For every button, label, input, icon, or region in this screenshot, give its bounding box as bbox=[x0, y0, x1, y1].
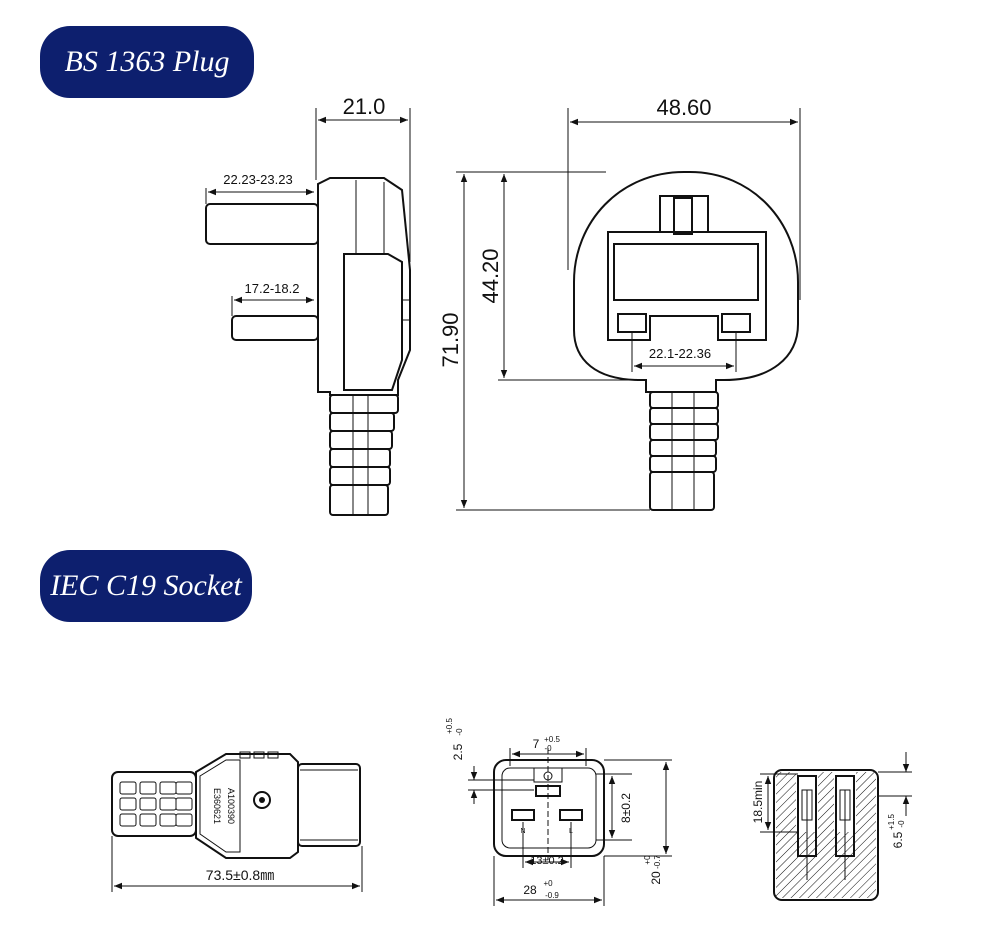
socket-dim-slot-label: 7 bbox=[533, 737, 540, 751]
socket-dim-depth-label: 18.5min bbox=[751, 781, 765, 824]
socket-dim-inner-height-label: 8±0.2 bbox=[619, 793, 633, 823]
socket-dim-slot: 7 +0.5 -0 bbox=[509, 735, 587, 766]
socket-dim-width-tol-plus: +0 bbox=[543, 879, 553, 888]
plug-front-view bbox=[573, 171, 799, 511]
socket-side-text-2: A100390 bbox=[226, 788, 236, 824]
socket-dim-length: 73.5±0.8㎜ bbox=[111, 836, 363, 892]
plug-dim-21-label: 21.0 bbox=[343, 94, 386, 119]
plug-dim-pin-bottom-label: 17.2-18.2 bbox=[245, 281, 300, 296]
socket-dim-pin-depth: 6.5 +1.5 -0 bbox=[878, 752, 912, 848]
plug-dim-48-60-label: 48.60 bbox=[656, 95, 711, 120]
socket-dim-pin-depth-tol-plus: +1.5 bbox=[887, 814, 896, 830]
plug-dim-pin-top-label: 22.23-23.23 bbox=[223, 172, 292, 187]
socket-dim-height: 20 +0 -0.7 bbox=[604, 759, 672, 885]
plug-dim-pin-top: 22.23-23.23 bbox=[205, 172, 314, 204]
socket-side-view: E360621 A100390 bbox=[111, 751, 361, 859]
socket-dim-pin-spacing: 13±0.2 bbox=[522, 822, 572, 868]
socket-dim-length-label: 73.5±0.8㎜ bbox=[206, 867, 274, 883]
socket-section-view bbox=[773, 769, 879, 901]
socket-dim-width: 28 +0 -0.9 bbox=[493, 856, 605, 906]
socket-dim-depth: 18.5min bbox=[751, 773, 798, 833]
section-title-iec-c19: IEC C19 Socket bbox=[40, 550, 252, 622]
plug-dim-pin-spacing: 22.1-22.36 bbox=[631, 332, 737, 372]
socket-dim-slot-tol-plus: +0.5 bbox=[544, 735, 560, 744]
socket-dim-height-tol-minus: -0.7 bbox=[653, 855, 662, 869]
section-title-bs1363: BS 1363 Plug bbox=[40, 26, 254, 98]
socket-dim-width-label: 28 bbox=[523, 883, 537, 897]
plug-dim-21: 21.0 bbox=[315, 94, 411, 262]
socket-dim-height-label: 20 bbox=[649, 871, 663, 885]
section-title-iec-c19-text: IEC C19 Socket bbox=[50, 569, 242, 602]
plug-dim-height-total-label: 71.90 bbox=[438, 312, 463, 367]
socket-dim-pin-spacing-label: 13±0.2 bbox=[530, 855, 564, 867]
section-title-bs1363-text: BS 1363 Plug bbox=[64, 45, 230, 78]
socket-dim-top-offset: 2.5 +0.5 -0 bbox=[445, 718, 534, 804]
plug-dim-height-face-label: 44.20 bbox=[478, 248, 503, 303]
plug-dim-pin-spacing-label: 22.1-22.36 bbox=[649, 346, 711, 361]
socket-dim-slot-tol-minus: -0 bbox=[544, 744, 552, 753]
socket-dim-top-offset-tol-minus: -0 bbox=[455, 728, 464, 736]
plug-dim-height-face: 44.20 bbox=[478, 174, 640, 381]
socket-dim-width-tol-minus: -0.9 bbox=[545, 891, 559, 900]
socket-dim-pin-depth-label: 6.5 bbox=[891, 831, 905, 848]
socket-dim-top-offset-label: 2.5 bbox=[451, 743, 465, 760]
socket-dim-height-tol-plus: +0 bbox=[643, 855, 652, 865]
socket-dim-inner-height: 8±0.2 bbox=[596, 773, 633, 841]
plug-side-view bbox=[205, 177, 411, 516]
socket-side-text-1: E360621 bbox=[212, 788, 222, 824]
plug-dim-height-total: 71.90 bbox=[438, 171, 650, 511]
plug-dim-pin-bottom: 17.2-18.2 bbox=[231, 281, 314, 316]
plug-dim-48-60: 48.60 bbox=[567, 95, 801, 300]
socket-dim-top-offset-tol-plus: +0.5 bbox=[445, 718, 454, 734]
socket-dim-pin-depth-tol-minus: -0 bbox=[897, 820, 906, 828]
